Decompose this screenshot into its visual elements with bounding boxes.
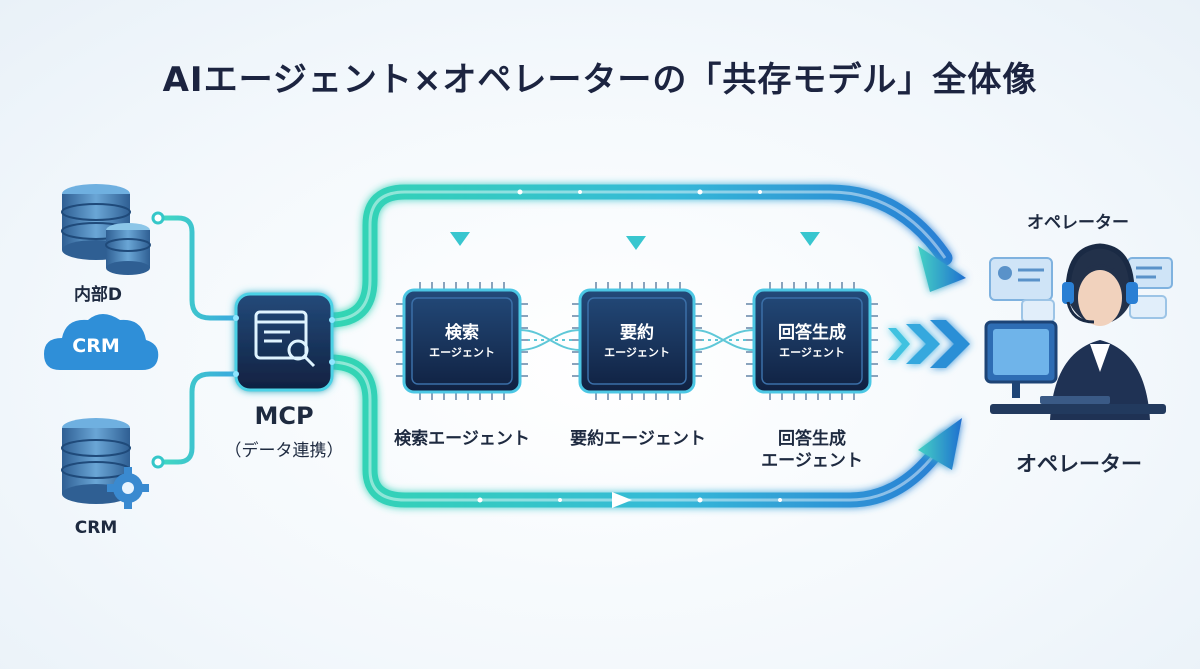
source-label-crm-cloud: CRM [72, 335, 120, 357]
mcp-sublabel: （データ連携） [224, 441, 344, 461]
agent-label-search: 検索エージェント [394, 429, 530, 449]
bottom-arrowhead [918, 418, 962, 470]
cloud-icon [44, 314, 159, 370]
agent-chip-3 [746, 282, 878, 400]
mcp-hub [233, 292, 335, 392]
flow-sparkles [477, 189, 782, 503]
agent-label-answer-line1: 回答生成 [778, 429, 846, 449]
source-label-crm-db: CRM [74, 518, 118, 538]
chevron-arrows [888, 320, 970, 368]
agent-label-answer-line2: エージェント [761, 451, 863, 471]
drop-arrowheads [450, 232, 820, 250]
source-label-internal-db: 内部D [73, 285, 123, 305]
agent-chip-3-subtitle: エージェント [779, 346, 845, 359]
agent-chip-1-title: 検索 [445, 323, 479, 343]
operator-label-bottom: オペレーター [1016, 452, 1142, 476]
agent-chip-2-title: 要約 [620, 323, 654, 343]
chip-interconnects [519, 329, 755, 351]
agent-chip-3-title: 回答生成 [778, 323, 846, 343]
page-title: AIエージェント×オペレーターの「共存モデル」全体像 [162, 60, 1038, 100]
gear-icon [107, 467, 149, 509]
agent-chip-1 [396, 282, 528, 400]
document-search-icon [254, 310, 316, 368]
source-connectors [155, 215, 241, 465]
database-gear-icon [61, 418, 149, 509]
agent-chip-2 [572, 282, 702, 400]
bottom-mid-arrow [612, 492, 632, 508]
database-icon [61, 184, 151, 275]
connector-nodes [151, 211, 165, 469]
agent-chip-2-subtitle: エージェント [604, 346, 670, 359]
top-flow-band [322, 184, 953, 328]
top-arrowhead [918, 246, 966, 292]
bottom-flow-band [322, 354, 953, 508]
agent-label-summary: 要約エージェント [570, 429, 706, 449]
agent-drop-branches [455, 187, 815, 241]
agent-chip-1-subtitle: エージェント [429, 346, 495, 359]
mcp-label: MCP [254, 402, 314, 430]
operator-headset-icon [984, 243, 1173, 420]
operator-label-top: オペレーター [1027, 213, 1129, 233]
